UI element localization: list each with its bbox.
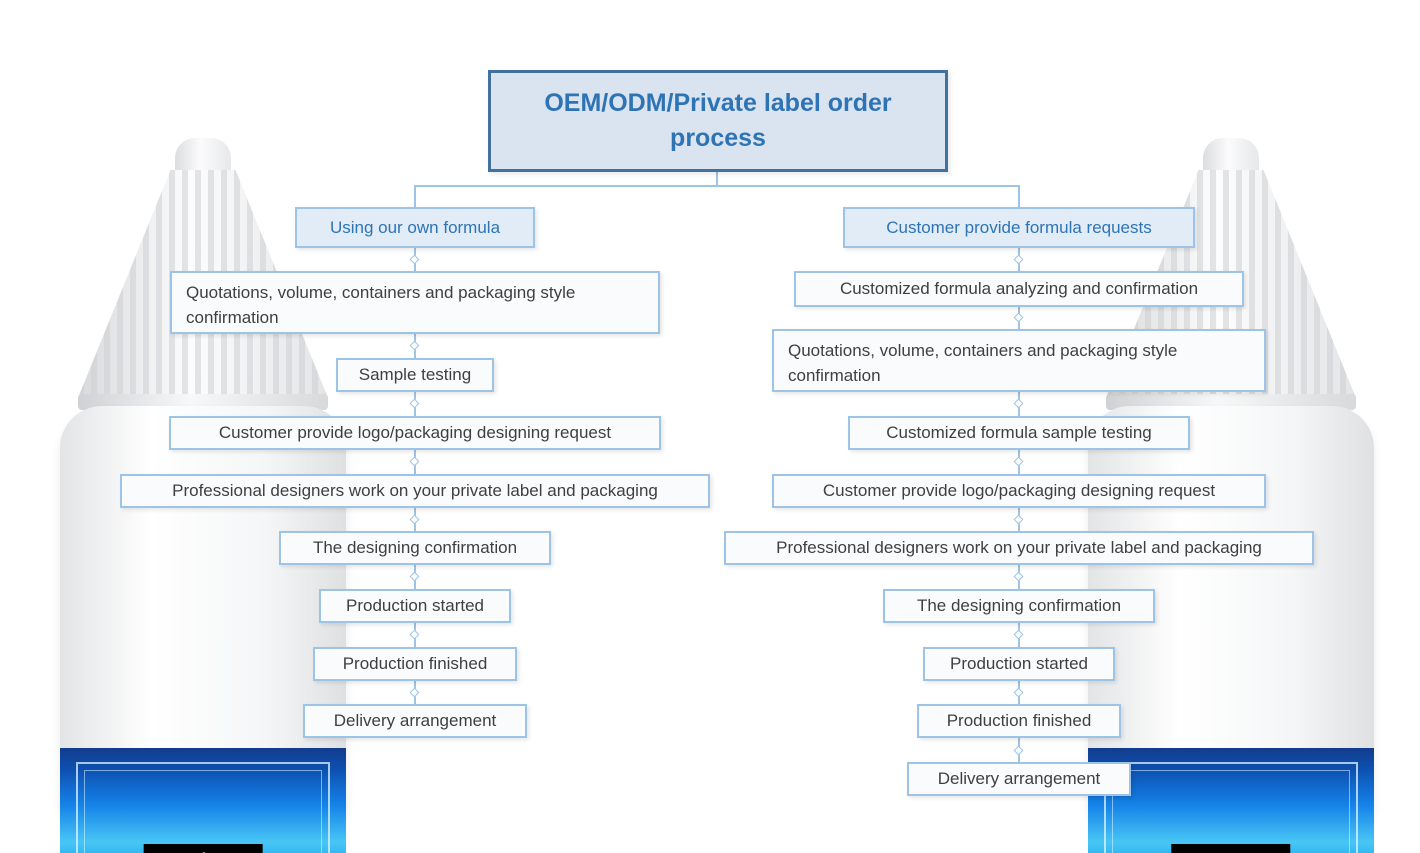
- right-branch-header: Customer provide formula requests: [843, 207, 1195, 248]
- bottle-brand-label: OEM/ODM: [143, 844, 263, 853]
- connector-left-branch-down: [414, 185, 416, 208]
- connector-node: [1013, 398, 1024, 409]
- connector-node: [409, 514, 420, 525]
- left-step-designers: Professional designers work on your priv…: [120, 474, 710, 508]
- connector-node: [409, 456, 420, 467]
- band-frame: [1104, 762, 1358, 853]
- diagram-title: OEM/ODM/Private label order process: [488, 70, 948, 172]
- left-step-sample-testing: Sample testing: [336, 358, 494, 392]
- right-step-designers: Professional designers work on your priv…: [724, 531, 1314, 565]
- right-step-design-confirmation: The designing confirmation: [883, 589, 1155, 623]
- connector-node: [1013, 456, 1024, 467]
- left-step-logo-request: Customer provide logo/packaging designin…: [169, 416, 661, 450]
- right-step-delivery: Delivery arrangement: [907, 762, 1131, 796]
- connector-title-down: [716, 172, 718, 186]
- left-step-production-finished: Production finished: [313, 647, 517, 681]
- connector-node: [1013, 312, 1024, 323]
- bottle-blue-band: [60, 748, 346, 853]
- right-step-quotations: Quotations, volume, containers and packa…: [772, 329, 1266, 392]
- band-frame: [76, 762, 330, 853]
- connector-node: [1013, 571, 1024, 582]
- right-step-production-finished: Production finished: [917, 704, 1121, 738]
- connector-right-branch-down: [1018, 185, 1020, 208]
- connector-node: [409, 571, 420, 582]
- left-step-delivery: Delivery arrangement: [303, 704, 527, 738]
- connector-node: [1013, 745, 1024, 756]
- right-step-formula-sample-testing: Customized formula sample testing: [848, 416, 1190, 450]
- connector-node: [409, 398, 420, 409]
- left-step-design-confirmation: The designing confirmation: [279, 531, 551, 565]
- connector-node: [1013, 254, 1024, 265]
- bottle-brand-label: Your Logo: [1171, 844, 1291, 853]
- band-frame-inner: [1112, 770, 1350, 853]
- connector-branch-horizontal: [415, 185, 1020, 187]
- connector-node: [409, 629, 420, 640]
- left-step-production-started: Production started: [319, 589, 511, 623]
- bottle-body: OEM/ODM: [60, 406, 346, 853]
- connector-node: [1013, 687, 1024, 698]
- connector-node: [1013, 629, 1024, 640]
- right-step-production-started: Production started: [923, 647, 1115, 681]
- connector-node: [409, 687, 420, 698]
- connector-node: [1013, 514, 1024, 525]
- connector-node: [409, 340, 420, 351]
- connector-node: [409, 254, 420, 265]
- right-step-logo-request: Customer provide logo/packaging designin…: [772, 474, 1266, 508]
- right-step-formula-analyzing: Customized formula analyzing and confirm…: [794, 271, 1244, 307]
- bottle-blue-band: [1088, 748, 1374, 853]
- band-frame-inner: [84, 770, 322, 853]
- left-branch-header: Using our own formula: [295, 207, 535, 248]
- left-step-quotations: Quotations, volume, containers and packa…: [170, 271, 660, 334]
